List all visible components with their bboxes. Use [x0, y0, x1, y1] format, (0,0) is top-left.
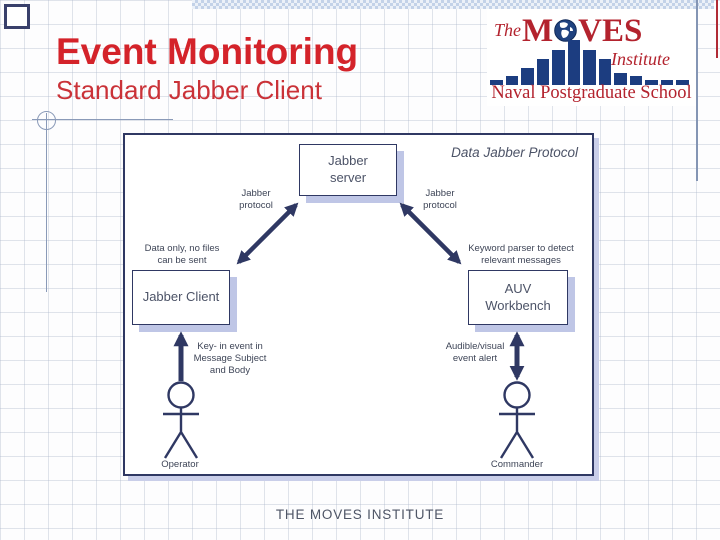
diagram-caption: Data Jabber Protocol: [451, 145, 578, 160]
logo-prefix: The: [494, 20, 521, 40]
arrow-server-client: [236, 202, 299, 265]
top-hatch-band: [192, 0, 714, 9]
auv-workbench-box: AUV Workbench: [468, 270, 568, 325]
logo-wordmark: The M VES: [494, 13, 642, 50]
left-note-label: Data only, no files can be sent: [144, 243, 220, 266]
left-protocol-label: Jabber protocol: [239, 188, 273, 211]
arrow-server-workbench: [399, 202, 462, 265]
right-note-label: Keyword parser to detect relevant messag…: [468, 243, 574, 266]
right-action-label: Audible/visual event alert: [445, 341, 505, 364]
corner-square-decoration: [4, 4, 30, 29]
footer-title: THE MOVES INSTITUTE: [275, 507, 445, 522]
jabber-client-box: Jabber Client: [132, 270, 230, 325]
logo-school-name: Naval Postgraduate School: [491, 83, 692, 103]
page-title: Event Monitoring: [56, 31, 359, 72]
operator-label: Operator: [161, 459, 199, 470]
jabber-server-box: Jabber server: [299, 144, 397, 196]
logo-name-left: M: [522, 13, 554, 49]
logo-name-right: VES: [578, 13, 643, 49]
compass-horizontal-line: [32, 119, 173, 120]
logo-bars: [490, 40, 693, 85]
commander-figure: [499, 381, 535, 459]
diagram-panel: Data Jabber Protocol Jabber server Jabbe…: [123, 133, 594, 476]
right-protocol-label: Jabber protocol: [423, 188, 457, 211]
red-edge-mark: [716, 0, 718, 58]
left-action-label: Key- in event in Message Subject and Bod…: [193, 341, 267, 376]
moves-institute-logo: The M VES Institute Naval Postgraduate S…: [487, 9, 696, 106]
globe-icon: [554, 18, 577, 47]
commander-label: Commander: [490, 459, 544, 470]
logo-suffix: Institute: [611, 49, 670, 69]
right-edge-line: [696, 0, 698, 181]
operator-figure: [163, 381, 199, 459]
compass-vertical-line: [46, 113, 47, 292]
page-subtitle: Standard Jabber Client: [56, 75, 322, 105]
compass-circle-icon: [37, 111, 56, 130]
